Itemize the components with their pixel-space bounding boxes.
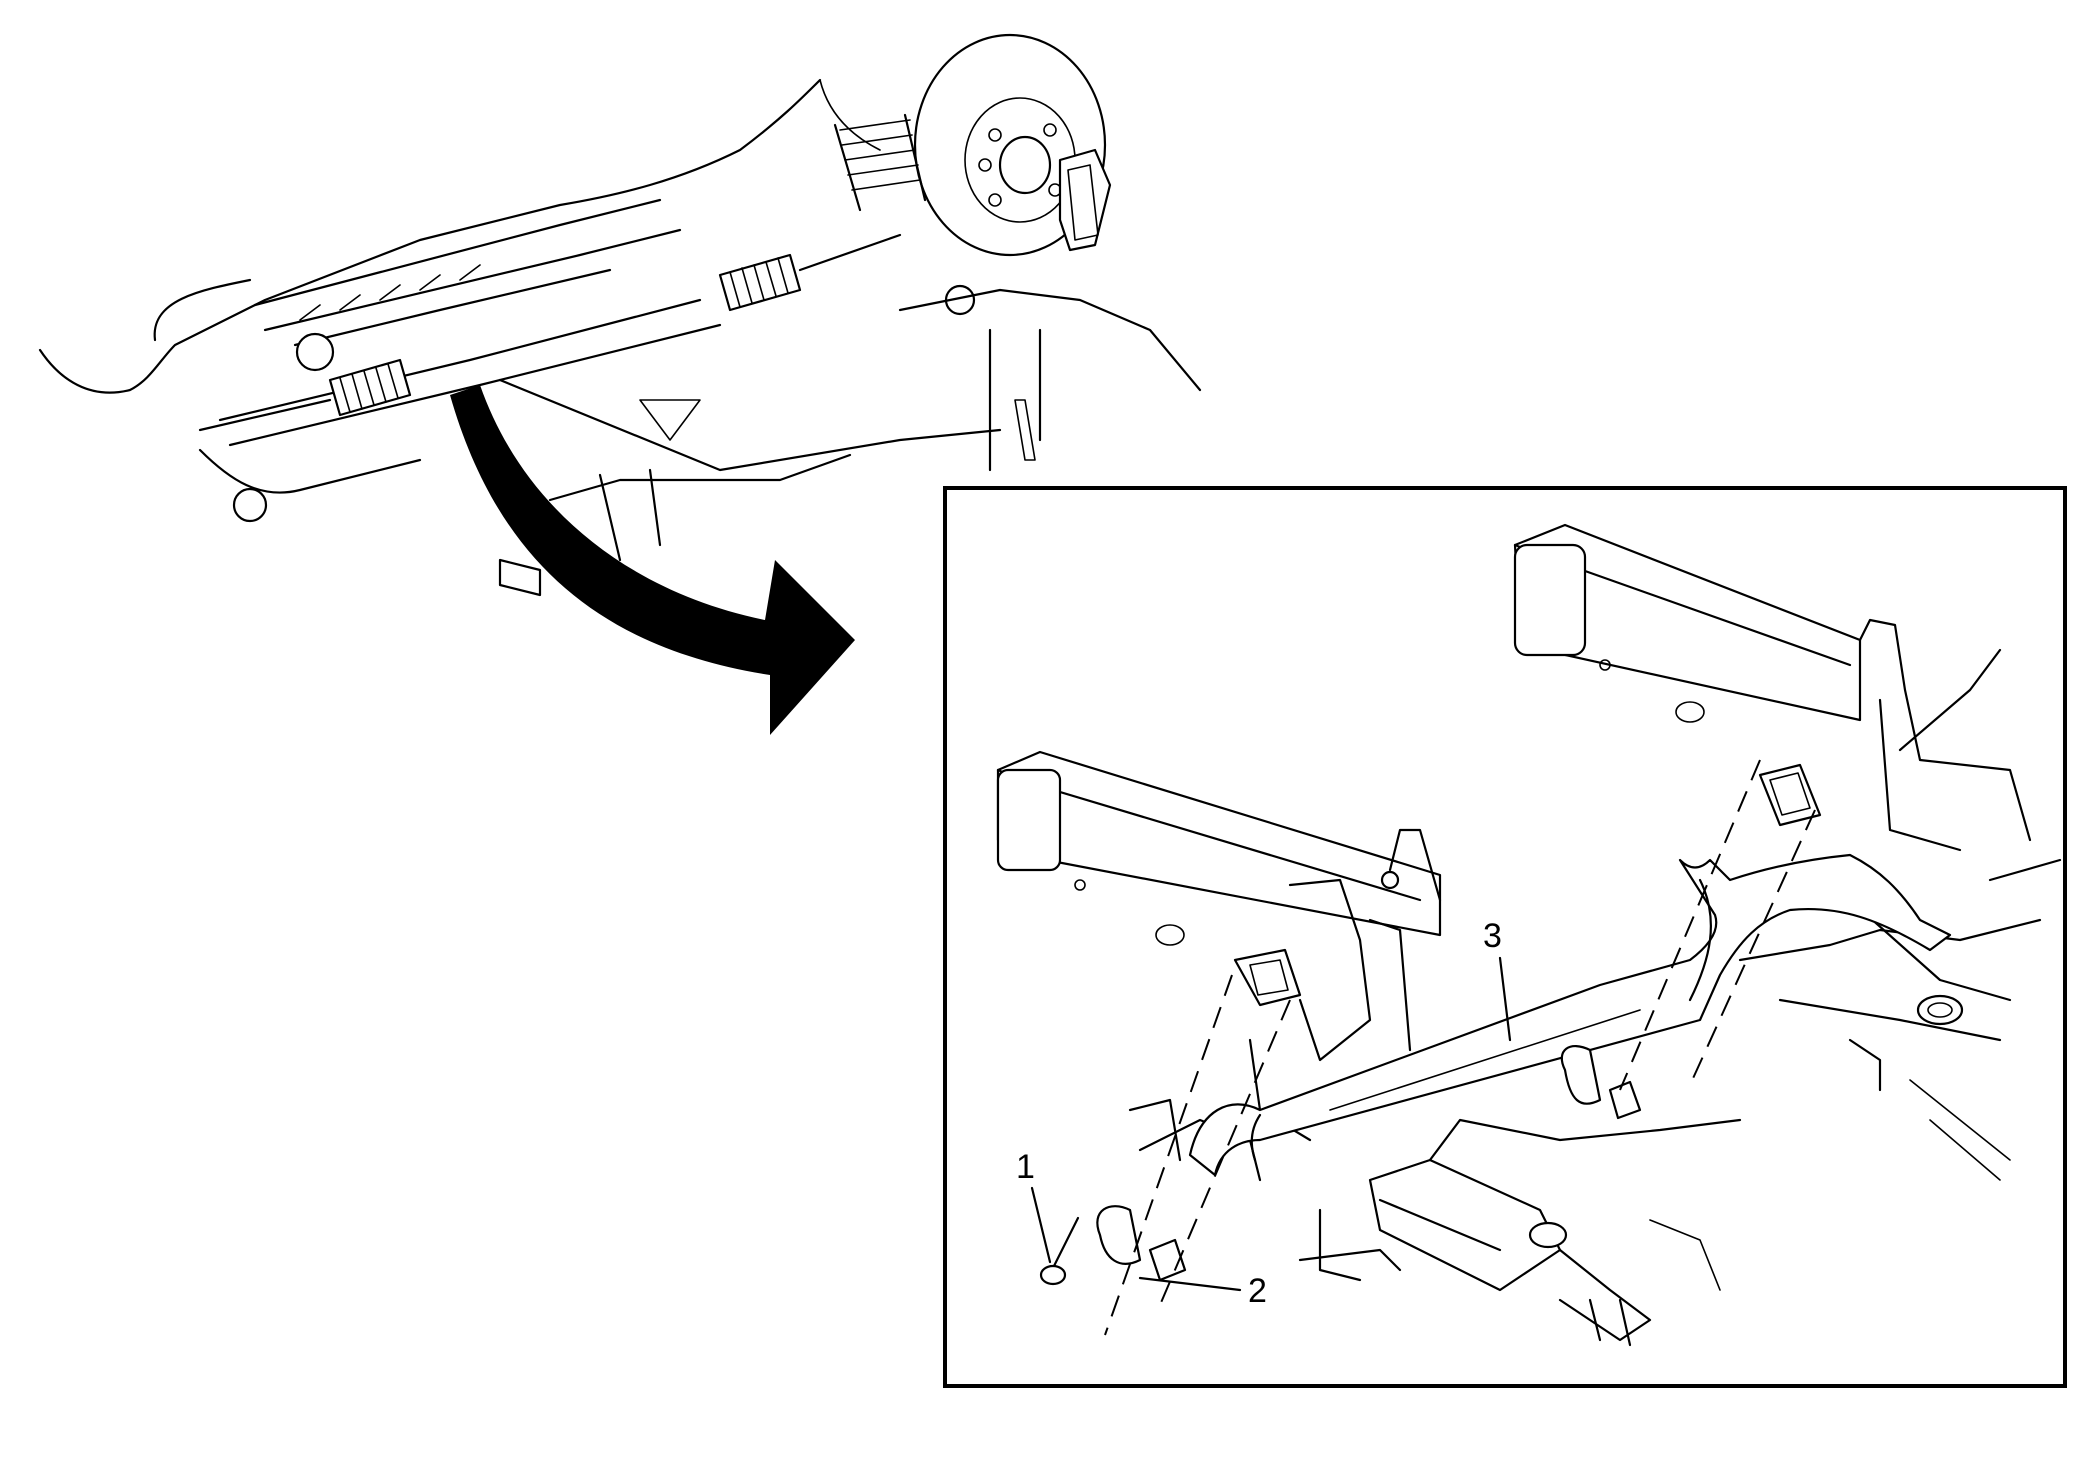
callout-3-label: 3	[1483, 917, 1502, 955]
detail-view	[996, 523, 2062, 1347]
alignment-line-left-rear	[1159, 999, 1291, 1306]
callout-1: 1	[1016, 1148, 1052, 1264]
alignment-line-left-front	[1104, 974, 1233, 1336]
callout-2-label: 2	[1248, 1272, 1267, 1310]
alignment-line-right-front	[1619, 759, 1761, 1091]
bolt	[1039, 1216, 1080, 1286]
callout-1-label: 1	[1016, 1148, 1035, 1186]
overview-chassis-view	[38, 33, 1202, 597]
stabilizer-bushing-left	[1096, 1205, 1187, 1282]
alignment-line-right-rear	[1689, 809, 1816, 1086]
stabilizer-bar	[1188, 853, 1952, 1177]
curved-arrow	[450, 385, 855, 735]
steering-boot-left	[328, 358, 412, 417]
steering-boot-right	[718, 253, 802, 312]
frame-rail-right	[1513, 523, 1862, 723]
frame-rail-left	[996, 750, 1442, 946]
callout-3: 3	[1483, 917, 1512, 1042]
callout-2: 2	[1138, 1272, 1267, 1310]
brake-rotor	[913, 33, 1112, 257]
strut-spring	[833, 113, 927, 212]
